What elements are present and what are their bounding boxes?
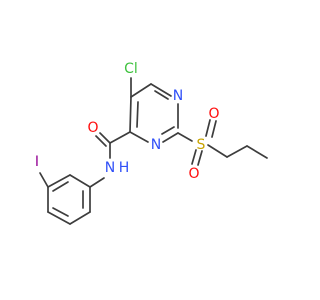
atom-n-amide: N [105, 160, 115, 176]
bond-c6-n1-inner [154, 90, 169, 100]
bond-ph-2 [69, 211, 91, 225]
bond-s-propyl-1 [207, 144, 228, 158]
atom-labels: Cl N N O N H I S O O [35, 61, 220, 182]
bond-ph-3 [47, 211, 71, 225]
bond-co-2 [95, 135, 107, 147]
bond-s-o2b [197, 150, 203, 166]
atom-iodine: I [35, 154, 39, 170]
bond-c6-n1 [150, 83, 172, 97]
atom-h-amide: H [119, 160, 130, 176]
bond-n-aryl [89, 177, 105, 188]
atom-n1: N [173, 88, 183, 104]
bond-c2-s [177, 132, 193, 142]
atom-o-sulfonyl-bottom: O [188, 166, 199, 182]
bond-ph-inner-3 [52, 181, 69, 192]
bond-ph-inner-2 [52, 207, 69, 217]
atom-cl: Cl [124, 61, 138, 77]
bond-n3-c4 [129, 131, 149, 143]
bond-ph-iodine [39, 172, 49, 188]
atom-o-sulfonyl-top: O [208, 106, 219, 122]
bond-c4-carbonyl [109, 131, 131, 144]
bond-c5-c6 [130, 83, 152, 98]
atom-sulfur: S [197, 137, 206, 153]
bond-propyl-3 [246, 145, 268, 159]
bond-c4-c5-inner [136, 101, 139, 128]
bond-c2-n3-inner [161, 126, 175, 135]
bond-co-1 [99, 132, 111, 144]
bond-s-o1b [211, 120, 217, 138]
bond-propyl-2 [226, 145, 248, 158]
molecule-structure: Cl N N O N H I S O O [35, 61, 268, 225]
bonds [39, 77, 268, 225]
bond-s-o1a [205, 119, 211, 137]
bond-c4-c5 [129, 96, 132, 133]
atom-o-amide: O [87, 120, 98, 136]
bond-ph-6 [69, 174, 91, 188]
atom-n3: N [151, 137, 161, 153]
bond-c2-n3 [162, 132, 179, 143]
bond-s-o2a [191, 149, 197, 165]
bond-ph-5 [47, 174, 71, 188]
